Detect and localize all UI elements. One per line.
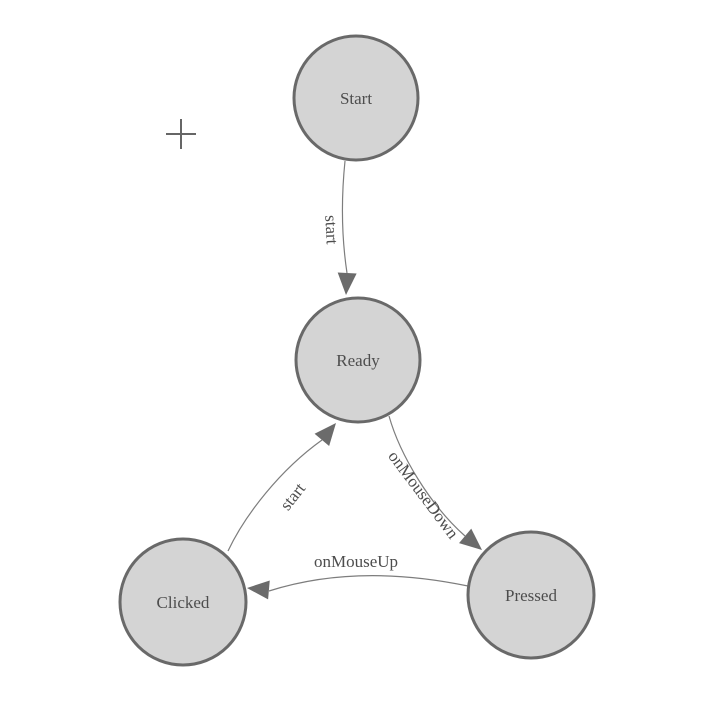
crosshair-cursor-icon — [166, 119, 196, 149]
state-node-clicked[interactable]: Clicked — [118, 537, 248, 667]
edge-line[interactable] — [268, 575, 469, 592]
transition-edge-pressed-to-clicked: onMouseUp — [247, 552, 469, 600]
state-label: Pressed — [505, 586, 557, 605]
state-node-pressed[interactable]: Pressed — [466, 530, 596, 660]
state-label: Ready — [336, 351, 380, 370]
state-label: Clicked — [157, 593, 210, 612]
state-node-ready[interactable]: Ready — [294, 296, 422, 424]
state-circle[interactable] — [118, 537, 248, 667]
state-circle[interactable] — [292, 34, 420, 162]
arrowhead-icon — [337, 272, 357, 295]
transition-label: onMouseDown — [384, 447, 463, 543]
transition-label: start — [276, 479, 309, 514]
transition-label: onMouseUp — [314, 552, 398, 571]
transition-label: start — [321, 215, 342, 245]
transition-edge-ready-to-pressed: onMouseDown — [384, 415, 482, 550]
transition-edge-start-to-ready: start — [321, 160, 357, 295]
edge-line[interactable] — [341, 160, 348, 274]
edge-line[interactable] — [388, 415, 466, 537]
state-circle[interactable] — [466, 530, 596, 660]
arrowhead-icon — [459, 528, 482, 550]
arrowhead-icon — [314, 423, 336, 446]
transition-edge-clicked-to-ready: start — [227, 423, 336, 552]
state-label: Start — [340, 89, 372, 108]
edge-line[interactable] — [227, 439, 323, 552]
state-node-start[interactable]: Start — [292, 34, 420, 162]
state-circle[interactable] — [294, 296, 422, 424]
arrowhead-icon — [247, 580, 270, 600]
